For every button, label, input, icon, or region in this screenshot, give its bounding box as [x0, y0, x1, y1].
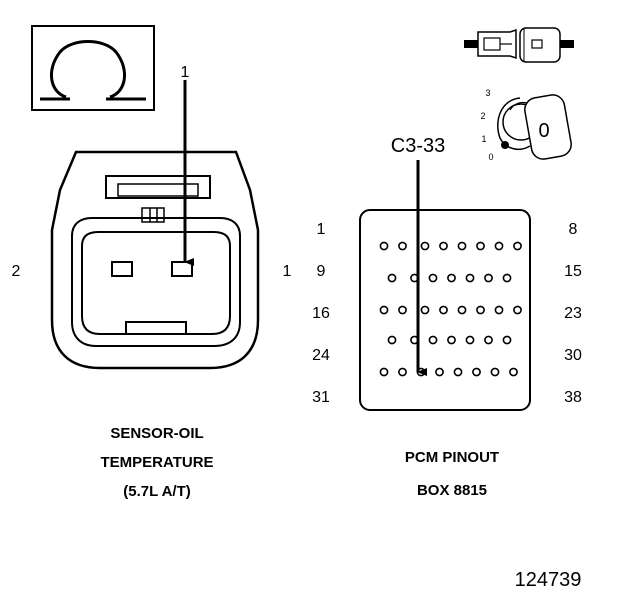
pcm-pin [465, 273, 475, 283]
pcm-pin [476, 305, 485, 315]
pcm-pin [509, 367, 518, 377]
pcm-pin [502, 335, 512, 345]
figure-number: 124739 [515, 569, 582, 591]
pcm-pin [447, 335, 456, 345]
pcm-pin [439, 241, 448, 251]
pcm-row-labels-left: 1 9 16 24 31 [312, 221, 330, 406]
sensor-pin-left-label: 2 [12, 263, 21, 280]
sensor-caption-line2: TEMPERATURE [100, 454, 213, 471]
pcm-pin [420, 241, 430, 251]
key-pos-0: 0 [488, 152, 493, 162]
key-pos-2: 2 [480, 111, 485, 121]
pcm-pin [472, 367, 481, 377]
pcm-row-labels-right: 8 15 23 30 38 [564, 221, 582, 406]
pcm-pin [494, 305, 504, 315]
pcm-row-label-right: 23 [564, 305, 582, 322]
pcm-row-label-right: 15 [564, 263, 582, 280]
pcm-pin [398, 367, 407, 377]
pcm-pin [490, 367, 500, 377]
pcm-pin [398, 305, 407, 315]
pcm-pin [476, 241, 485, 251]
pcm-caption-line2: BOX 8815 [417, 482, 487, 499]
pcm-row-label-right: 38 [564, 389, 582, 406]
pcm-pin [428, 335, 438, 345]
connector-pair-icon [464, 27, 574, 63]
key-pos-1: 1 [481, 134, 486, 144]
pcm-row-label-left: 31 [312, 389, 330, 406]
pcm-pin [494, 241, 504, 251]
pcm-caption-line1: PCM PINOUT [405, 449, 499, 466]
sensor-caption-line3: (5.7L A/T) [123, 483, 191, 500]
pcm-pin [502, 273, 512, 283]
pcm-pin [379, 305, 389, 315]
pcm-pin [465, 335, 475, 345]
sensor-pin-right-label: 1 [283, 263, 292, 280]
pcm-pin [398, 241, 407, 251]
pcm-row-label-left: 24 [312, 347, 330, 364]
pcm-pin [439, 305, 448, 315]
pcm-pin [435, 367, 444, 377]
sensor-connector-face [50, 150, 260, 370]
sensor-callout-label: 1 [181, 64, 190, 81]
pcm-pin [513, 241, 522, 251]
ignition-key-icon: 0 3 2 1 0 [480, 88, 572, 162]
ohm-symbol-icon [31, 25, 155, 111]
pcm-pin [420, 305, 430, 315]
pcm-row-label-right: 8 [569, 221, 578, 238]
key-position-label: 0 [538, 120, 549, 142]
pcm-row-label-right: 30 [564, 347, 582, 364]
pcm-pin [379, 241, 389, 251]
pcm-pin [387, 273, 397, 283]
key-pos-3: 3 [485, 88, 490, 98]
sensor-caption-line1: SENSOR-OIL [110, 425, 203, 442]
pcm-callout-label: C3-33 [391, 135, 445, 157]
pcm-pin [484, 335, 493, 345]
pcm-pin-grid [379, 241, 522, 377]
pcm-row-label-left: 16 [312, 305, 330, 322]
pcm-pin [513, 305, 522, 315]
pcm-pin [457, 241, 467, 251]
pcm-row-label-left: 1 [317, 221, 326, 238]
pcm-pin [457, 305, 467, 315]
pcm-pin [447, 273, 456, 283]
pcm-pin [428, 273, 438, 283]
pcm-row-label-left: 9 [317, 263, 326, 280]
pcm-pin [387, 335, 397, 345]
pcm-connector-face [359, 209, 531, 411]
pcm-pin [484, 273, 493, 283]
pcm-pin [453, 367, 463, 377]
pcm-pin [379, 367, 389, 377]
